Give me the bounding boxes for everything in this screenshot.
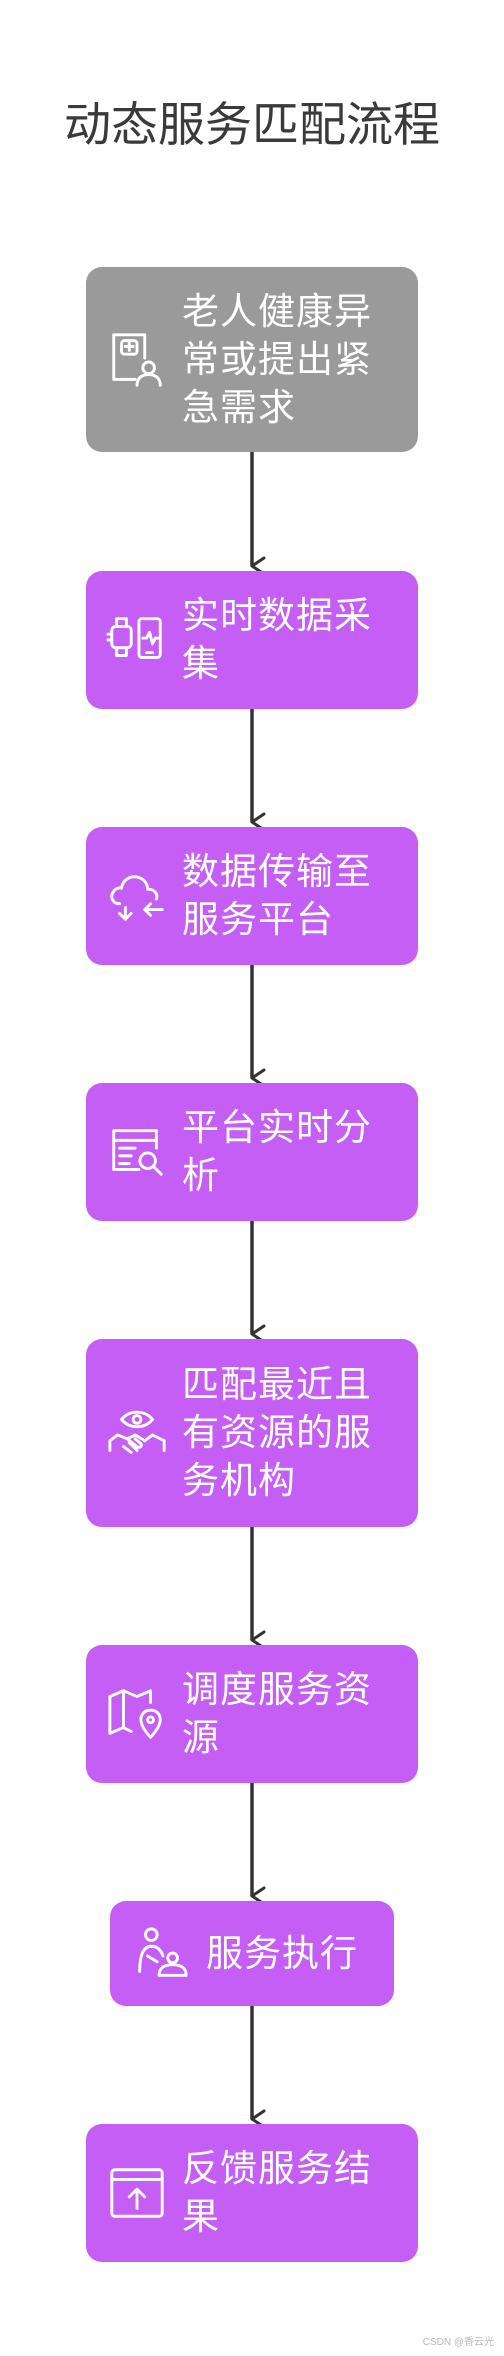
flow-step-end: 反馈服务结果 xyxy=(86,2124,418,2262)
caregiver-icon xyxy=(138,1926,188,1977)
page-title: 动态服务匹配流程 xyxy=(64,98,440,153)
step-label: 数据传输至服务平台 xyxy=(182,850,372,941)
flow-step: 实时数据采集 xyxy=(86,571,418,709)
step-label: 平台实时分析 xyxy=(182,1106,372,1197)
eye-handshake-icon xyxy=(108,1410,166,1454)
watermark: CSDN @香云光 xyxy=(422,2337,494,2348)
flow-step: 调度服务资源 xyxy=(86,1645,418,1783)
step-label: 服务执行 xyxy=(206,1931,358,1975)
step-label: 反馈服务结果 xyxy=(182,2147,372,2238)
flow-step: 平台实时分析 xyxy=(86,1083,418,1221)
upload-window-icon xyxy=(110,2168,164,2218)
flow-step: 服务执行 xyxy=(110,1901,394,2006)
data-search-icon xyxy=(112,1129,163,1176)
step-label: 调度服务资源 xyxy=(182,1668,372,1759)
flow-step: 匹配最近且有资源的服务机构 xyxy=(86,1339,418,1527)
step-label: 老人健康异常或提出紧急需求 xyxy=(182,289,372,429)
flow-step: 数据传输至服务平台 xyxy=(86,827,418,965)
step-label: 实时数据采集 xyxy=(182,594,372,685)
cloud-transfer-icon xyxy=(110,875,164,921)
medical-report-icon xyxy=(112,332,162,387)
smartwatch-phone-icon xyxy=(106,617,162,659)
flow-step-start: 老人健康异常或提出紧急需求 xyxy=(86,267,418,452)
map-location-icon xyxy=(108,1689,162,1739)
step-label: 匹配最近且有资源的服务机构 xyxy=(182,1363,372,1502)
